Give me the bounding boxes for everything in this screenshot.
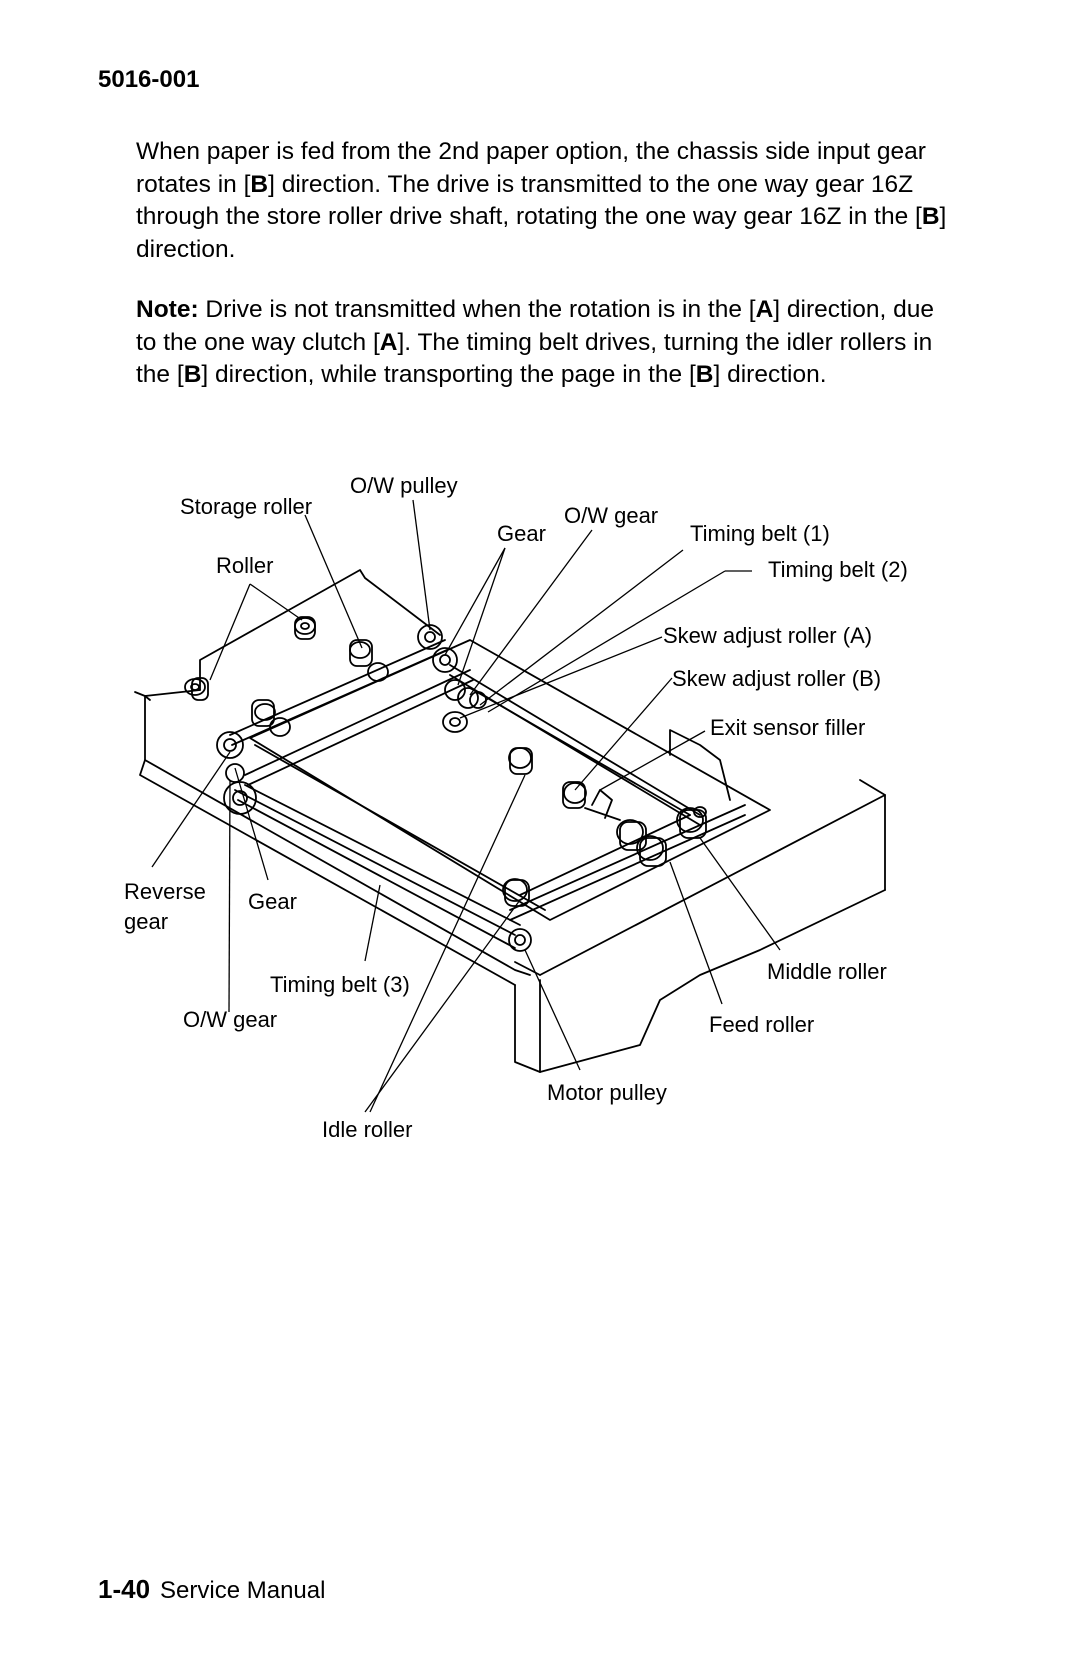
label-idle-roller: Idle roller (322, 1117, 412, 1142)
label-exit-sensor-filler: Exit sensor filler (710, 715, 865, 740)
label-storage-roller: Storage roller (180, 494, 312, 519)
note-run: ] direction, while transporting the page… (201, 361, 696, 388)
label-timing-belt-1: Timing belt (1) (690, 521, 830, 546)
note-run: ] direction, due to the one way clutch [ (136, 296, 934, 356)
note-run: ] direction. (713, 361, 827, 388)
note-run: ]. The timing belt drives, turning the i… (136, 328, 933, 389)
label-feed-roller: Feed roller (709, 1012, 814, 1037)
label-roller: Roller (216, 553, 273, 578)
para1-run: B (921, 203, 940, 230)
note-paragraph: Note: Drive is not transmitted when the … (136, 294, 956, 392)
label-skew-adjust-b: Skew adjust roller (B) (672, 666, 881, 691)
document-code: 5016-001 (98, 66, 200, 93)
page-footer: 1-40 Service Manual (98, 1574, 325, 1605)
label-timing-belt-2: Timing belt (2) (768, 557, 908, 582)
label-ow-gear-top: O/W gear (564, 503, 658, 528)
leader-lines (151, 499, 781, 1113)
manual-title: Service Manual (160, 1577, 326, 1604)
label-reverse-gear: Reverse (124, 879, 206, 904)
note-run: B (183, 361, 202, 388)
page-number: 1-40 (98, 1574, 151, 1604)
label-middle-roller: Middle roller (767, 959, 887, 984)
mechanism-drawing (134, 569, 886, 1073)
label-skew-adjust-a: Skew adjust roller (A) (663, 623, 872, 648)
note-run: A (755, 296, 774, 323)
note-run: A (379, 328, 398, 356)
label-motor-pulley: Motor pulley (547, 1080, 667, 1105)
para1-run: ] direction. The drive is transmitted to… (136, 170, 922, 231)
note-run: Drive is not transmitted when the rotati… (198, 296, 756, 323)
para1-run: B (250, 170, 269, 198)
label-ow-gear-left: O/W gear (183, 1007, 277, 1032)
body-paragraph: When paper is fed from the 2nd paper opt… (136, 136, 956, 266)
label-reverse-gear-line2: gear (124, 909, 168, 934)
note-run: Note: (136, 296, 199, 323)
note-run: B (695, 361, 714, 388)
para1-run: When paper is fed from the 2nd paper opt… (136, 138, 926, 198)
para1-run: ] direction. (136, 203, 947, 263)
label-timing-belt-3: Timing belt (3) (270, 972, 410, 997)
label-gear-top: Gear (497, 521, 546, 546)
label-gear-left: Gear (248, 889, 297, 914)
label-ow-pulley: O/W pulley (350, 473, 458, 498)
